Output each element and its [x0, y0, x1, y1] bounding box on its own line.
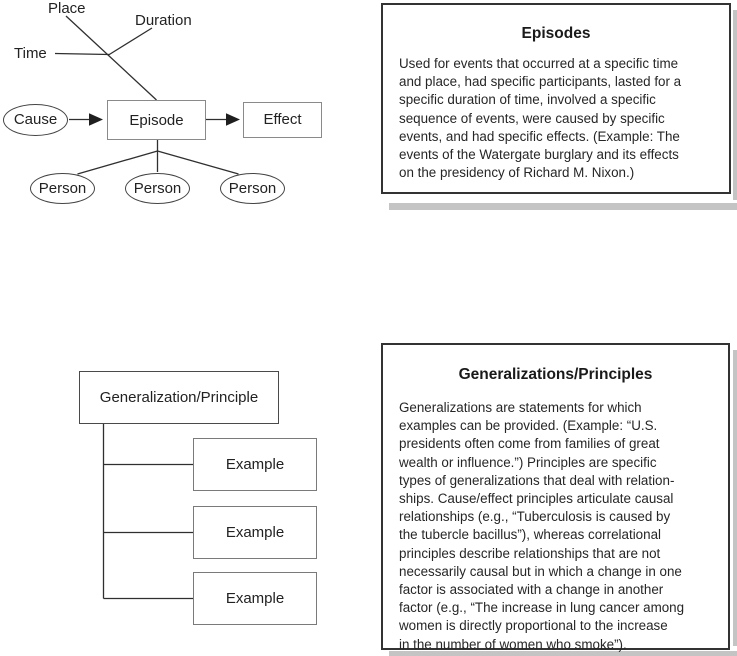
label-duration: Duration [135, 12, 192, 29]
generalizations-box-shadow-bottom [389, 651, 737, 656]
person-ellipse-1: Person [30, 172, 95, 204]
duration-line [108, 27, 153, 56]
cause-arrowhead-icon [89, 113, 103, 126]
example-label: Example [225, 524, 285, 541]
episodes-title: Episodes [521, 25, 591, 42]
episodes-textbox: Episodes Used for events that occurred a… [381, 3, 731, 194]
fork-left-line [77, 150, 158, 175]
effect-box: Effect [243, 101, 322, 138]
person-ellipse-2: Person [125, 172, 190, 204]
episodes-body-text: Used for events that occurred at a speci… [399, 56, 682, 181]
episode-label: Episode [129, 111, 184, 129]
person-label: Person [38, 179, 87, 197]
effect-label: Effect [263, 111, 302, 128]
example-box-2: Example [193, 506, 317, 559]
generalizations-box-shadow-right [733, 350, 737, 646]
episodes-box-shadow-right [733, 10, 737, 200]
example-label: Example [225, 456, 285, 473]
fork-right-line [157, 150, 239, 175]
example-box-1: Example [193, 438, 317, 491]
effect-arrowhead-icon [226, 113, 240, 126]
cause-label: Cause [13, 111, 58, 128]
person-ellipse-3: Person [220, 172, 285, 204]
label-place: Place [48, 0, 86, 17]
label-time: Time [14, 45, 47, 62]
place-line [65, 15, 157, 101]
generalization-principle-label: Generalization/Principle [99, 389, 259, 406]
generalizations-textbox: Generalizations/Principles Generalizatio… [381, 343, 730, 652]
time-line [54, 52, 110, 56]
generalizations-title: Generalizations/Principles [458, 366, 653, 383]
person-label: Person [133, 179, 182, 197]
cause-ellipse: Cause [3, 103, 68, 136]
generalization-principle-box: Generalization/Principle [79, 371, 279, 424]
example-box-3: Example [193, 572, 317, 625]
example-label: Example [225, 590, 285, 607]
episodes-box-shadow-bottom [389, 203, 737, 210]
episode-box: Episode [107, 100, 206, 140]
generalizations-body-text: Generalizations are statements for which… [399, 400, 685, 652]
person-label: Person [228, 179, 277, 197]
